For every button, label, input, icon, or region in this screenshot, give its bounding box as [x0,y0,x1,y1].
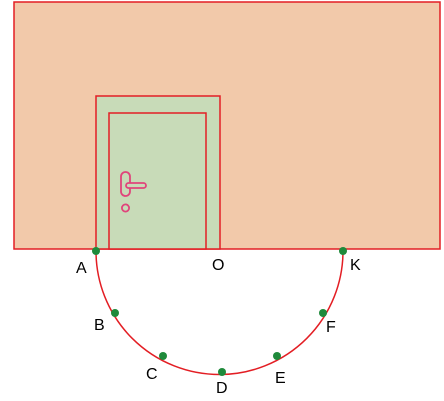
arc-points [92,247,347,376]
point-b [111,309,119,317]
door-handle-icon [120,171,147,213]
label-e: E [275,370,286,387]
point-e [273,352,281,360]
label-a: A [76,260,87,277]
wall [13,1,441,250]
point-f [319,309,327,317]
label-b: B [94,317,105,334]
point-d [218,368,226,376]
label-k: K [350,257,361,274]
label-c: C [146,366,158,383]
point-a [92,247,100,255]
label-o: O [212,257,224,274]
label-d: D [216,380,228,397]
label-f: F [326,319,336,336]
point-c [159,352,167,360]
door-leaf [108,112,207,250]
point-k [339,247,347,255]
